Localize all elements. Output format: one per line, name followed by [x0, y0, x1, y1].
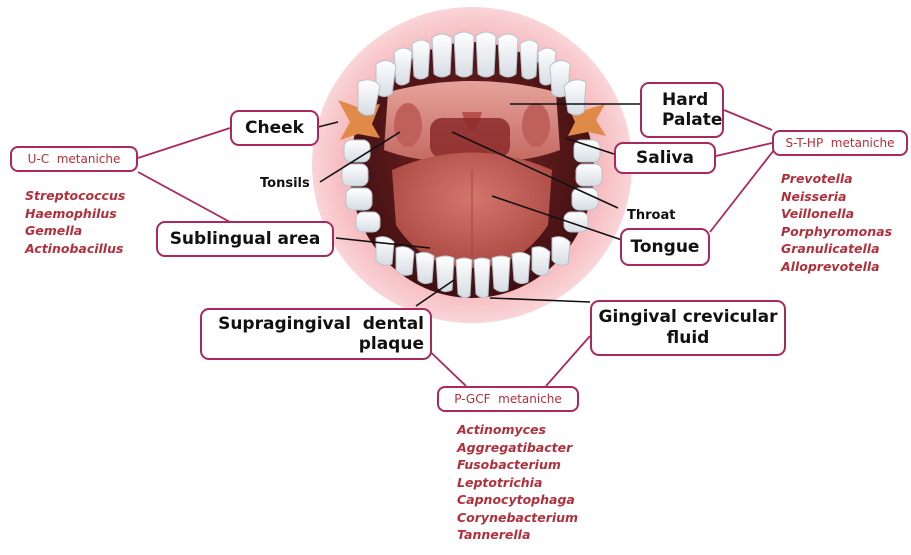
species-item: Actinobacillus: [25, 240, 125, 258]
species-item: Granulicatella: [781, 240, 892, 258]
uc-species-list: Streptococcus Haemophilus Gemella Actino…: [25, 187, 125, 257]
species-item: Fusobacterium: [457, 456, 578, 474]
sthp-to-palate: [724, 110, 772, 130]
species-item: Leptotrichia: [457, 474, 578, 492]
tonsils-label: Tonsils: [260, 176, 310, 191]
species-item: Haemophilus: [25, 205, 125, 223]
gingival-crevicular-fluid-label: Gingival crevicular fluid: [590, 300, 786, 356]
uc-metaniche-box: U-C metaniche: [10, 146, 138, 172]
throat-label: Throat: [627, 208, 675, 223]
species-item: Porphyromonas: [781, 223, 892, 241]
sthp-to-saliva: [716, 143, 772, 156]
pgcf-species-list: Actinomyces Aggregatibacter Fusobacteriu…: [457, 421, 578, 544]
species-item: Alloprevotella: [781, 258, 892, 276]
uc-to-cheek: [138, 128, 230, 158]
supragingival-plaque-label: Supragingival dental plaque: [200, 308, 432, 360]
sthp-species-list: Prevotella Neisseria Veillonella Porphyr…: [781, 170, 892, 275]
tongue-label: Tongue: [620, 228, 710, 266]
species-item: Capnocytophaga: [457, 491, 578, 509]
cheek-label: Cheek: [230, 110, 319, 146]
pgcf-metaniche-box: P-GCF metaniche: [437, 386, 579, 412]
hard-palate-label: Hard Palate: [640, 82, 724, 138]
pgcf-to-gingival: [546, 336, 590, 386]
species-item: Tannerella: [457, 526, 578, 544]
species-item: Veillonella: [781, 205, 892, 223]
saliva-label: Saliva: [614, 142, 716, 174]
species-item: Aggregatibacter: [457, 439, 578, 457]
sthp-metaniche-box: S-T-HP metaniche: [772, 130, 908, 156]
species-item: Corynebacterium: [457, 509, 578, 527]
throat-opening: [430, 118, 510, 158]
left-tonsil: [394, 103, 422, 147]
species-item: Streptococcus: [25, 187, 125, 205]
uc-to-sublingual: [138, 172, 230, 222]
right-tonsil: [522, 103, 550, 147]
sthp-to-tongue: [710, 150, 774, 232]
species-item: Gemella: [25, 222, 125, 240]
species-item: Actinomyces: [457, 421, 578, 439]
sublingual-area-label: Sublingual area: [156, 221, 334, 257]
species-item: Prevotella: [781, 170, 892, 188]
species-item: Neisseria: [781, 188, 892, 206]
